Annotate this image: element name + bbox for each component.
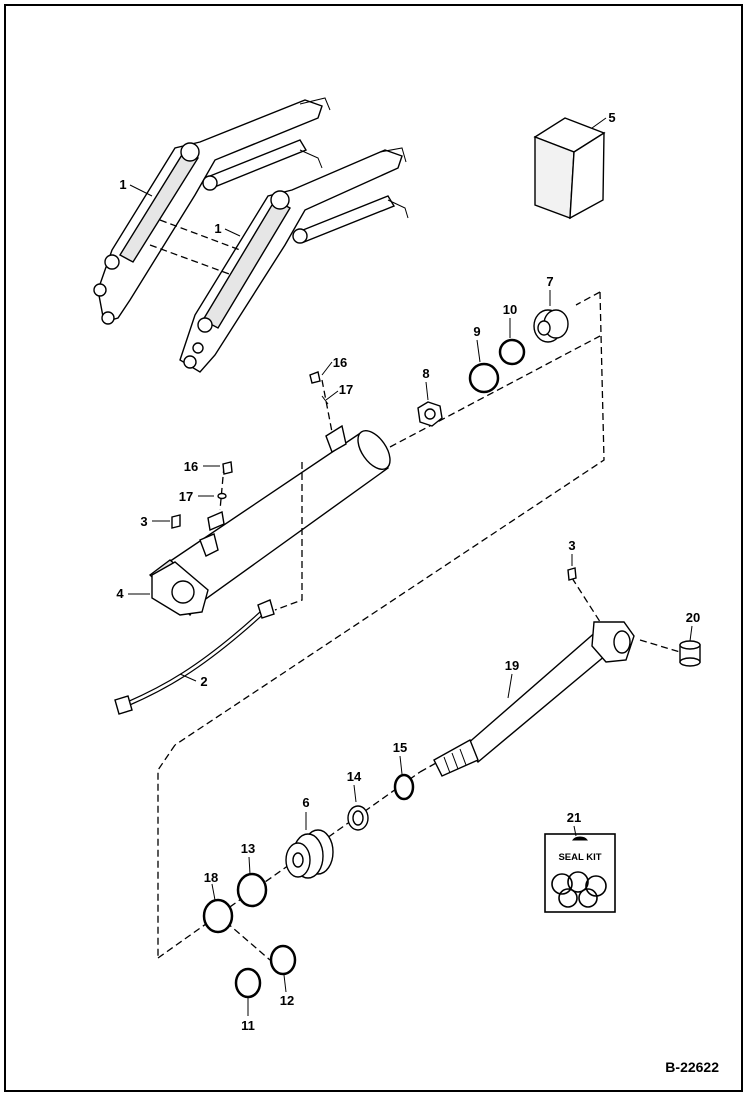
callout-13: 13 <box>241 841 255 856</box>
callout-5: 5 <box>608 110 615 125</box>
callout-15: 15 <box>393 740 407 755</box>
callout-17: 17 <box>339 382 353 397</box>
figure-reference-id: B-22622 <box>665 1059 719 1075</box>
hydraulic-hose <box>114 599 275 715</box>
callout-3: 3 <box>568 538 575 553</box>
piston-seals <box>202 773 415 999</box>
diagram-frame <box>4 4 743 1092</box>
cylinder-rod <box>433 567 635 777</box>
callout-19: 19 <box>505 658 519 673</box>
cylinder-barrel <box>148 424 391 617</box>
callout-14: 14 <box>347 769 362 784</box>
bushing <box>679 640 701 667</box>
callout-1: 1 <box>119 177 126 192</box>
callout-21: 21 <box>567 810 581 825</box>
callout-1: 1 <box>214 221 221 236</box>
callout-6: 6 <box>302 795 309 810</box>
callout-11: 11 <box>241 1018 255 1033</box>
callout-7: 7 <box>546 274 553 289</box>
callout-20: 20 <box>686 610 700 625</box>
callout-9: 9 <box>473 324 480 339</box>
seal-kit: SEAL KIT <box>544 833 616 913</box>
callout-labels: 1 1 2 3 3 4 5 6 7 8 9 10 11 12 13 14 15 … <box>116 110 700 1033</box>
callout-2: 2 <box>200 674 207 689</box>
assembly-lines <box>157 291 681 961</box>
callout-4: 4 <box>116 586 124 601</box>
loader-arm-assembly <box>93 97 409 373</box>
leader-lines <box>128 117 693 1016</box>
callout-16: 16 <box>333 355 347 370</box>
box-item <box>533 117 606 220</box>
callout-10: 10 <box>503 302 517 317</box>
callout-8: 8 <box>422 366 429 381</box>
callout-17: 17 <box>179 489 193 504</box>
callout-18: 18 <box>204 870 218 885</box>
callout-16: 16 <box>184 459 198 474</box>
rod-end-parts <box>171 309 569 531</box>
seal-kit-label: SEAL KIT <box>558 852 601 863</box>
callout-3: 3 <box>140 514 147 529</box>
callout-12: 12 <box>280 993 294 1008</box>
